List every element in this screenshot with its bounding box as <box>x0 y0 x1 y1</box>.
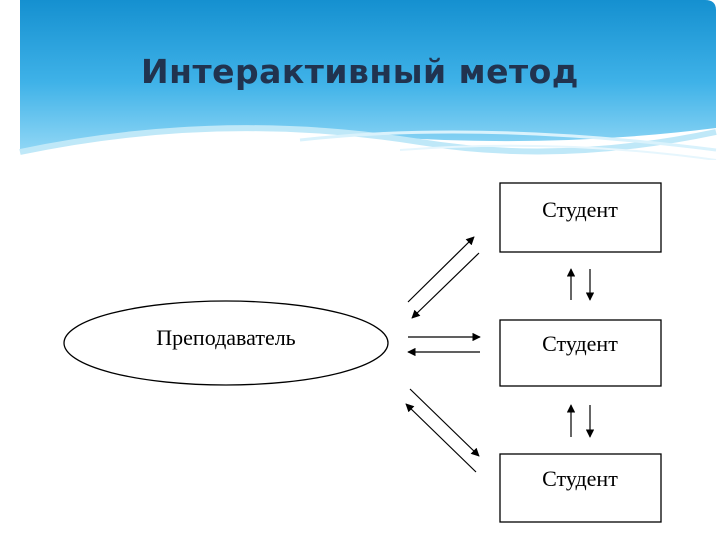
header-background <box>19 0 717 200</box>
header-wave-line <box>399 144 717 161</box>
student-box <box>499 319 662 387</box>
arrow-to-student <box>409 388 480 457</box>
arrow-to-teacher <box>411 252 480 319</box>
header-wave-line <box>299 130 717 152</box>
teacher-node: Преподаватель <box>63 300 389 386</box>
header-band <box>20 0 716 150</box>
header-wave-line <box>19 125 717 155</box>
teacher-ellipse <box>63 300 389 386</box>
student-box <box>499 182 662 253</box>
teacher-label: Преподаватель <box>156 325 295 350</box>
arrow-to-teacher <box>405 403 477 473</box>
student-label: Студент <box>542 331 618 356</box>
student-node: Студент <box>499 453 662 523</box>
student-label: Студент <box>542 197 618 222</box>
student-node: Студент <box>499 182 662 253</box>
student-label: Студент <box>542 466 618 491</box>
student-node: Студент <box>499 319 662 387</box>
slide-title: Интерактивный метод <box>141 52 579 91</box>
arrow-to-student <box>407 236 475 303</box>
student-box <box>499 453 662 523</box>
